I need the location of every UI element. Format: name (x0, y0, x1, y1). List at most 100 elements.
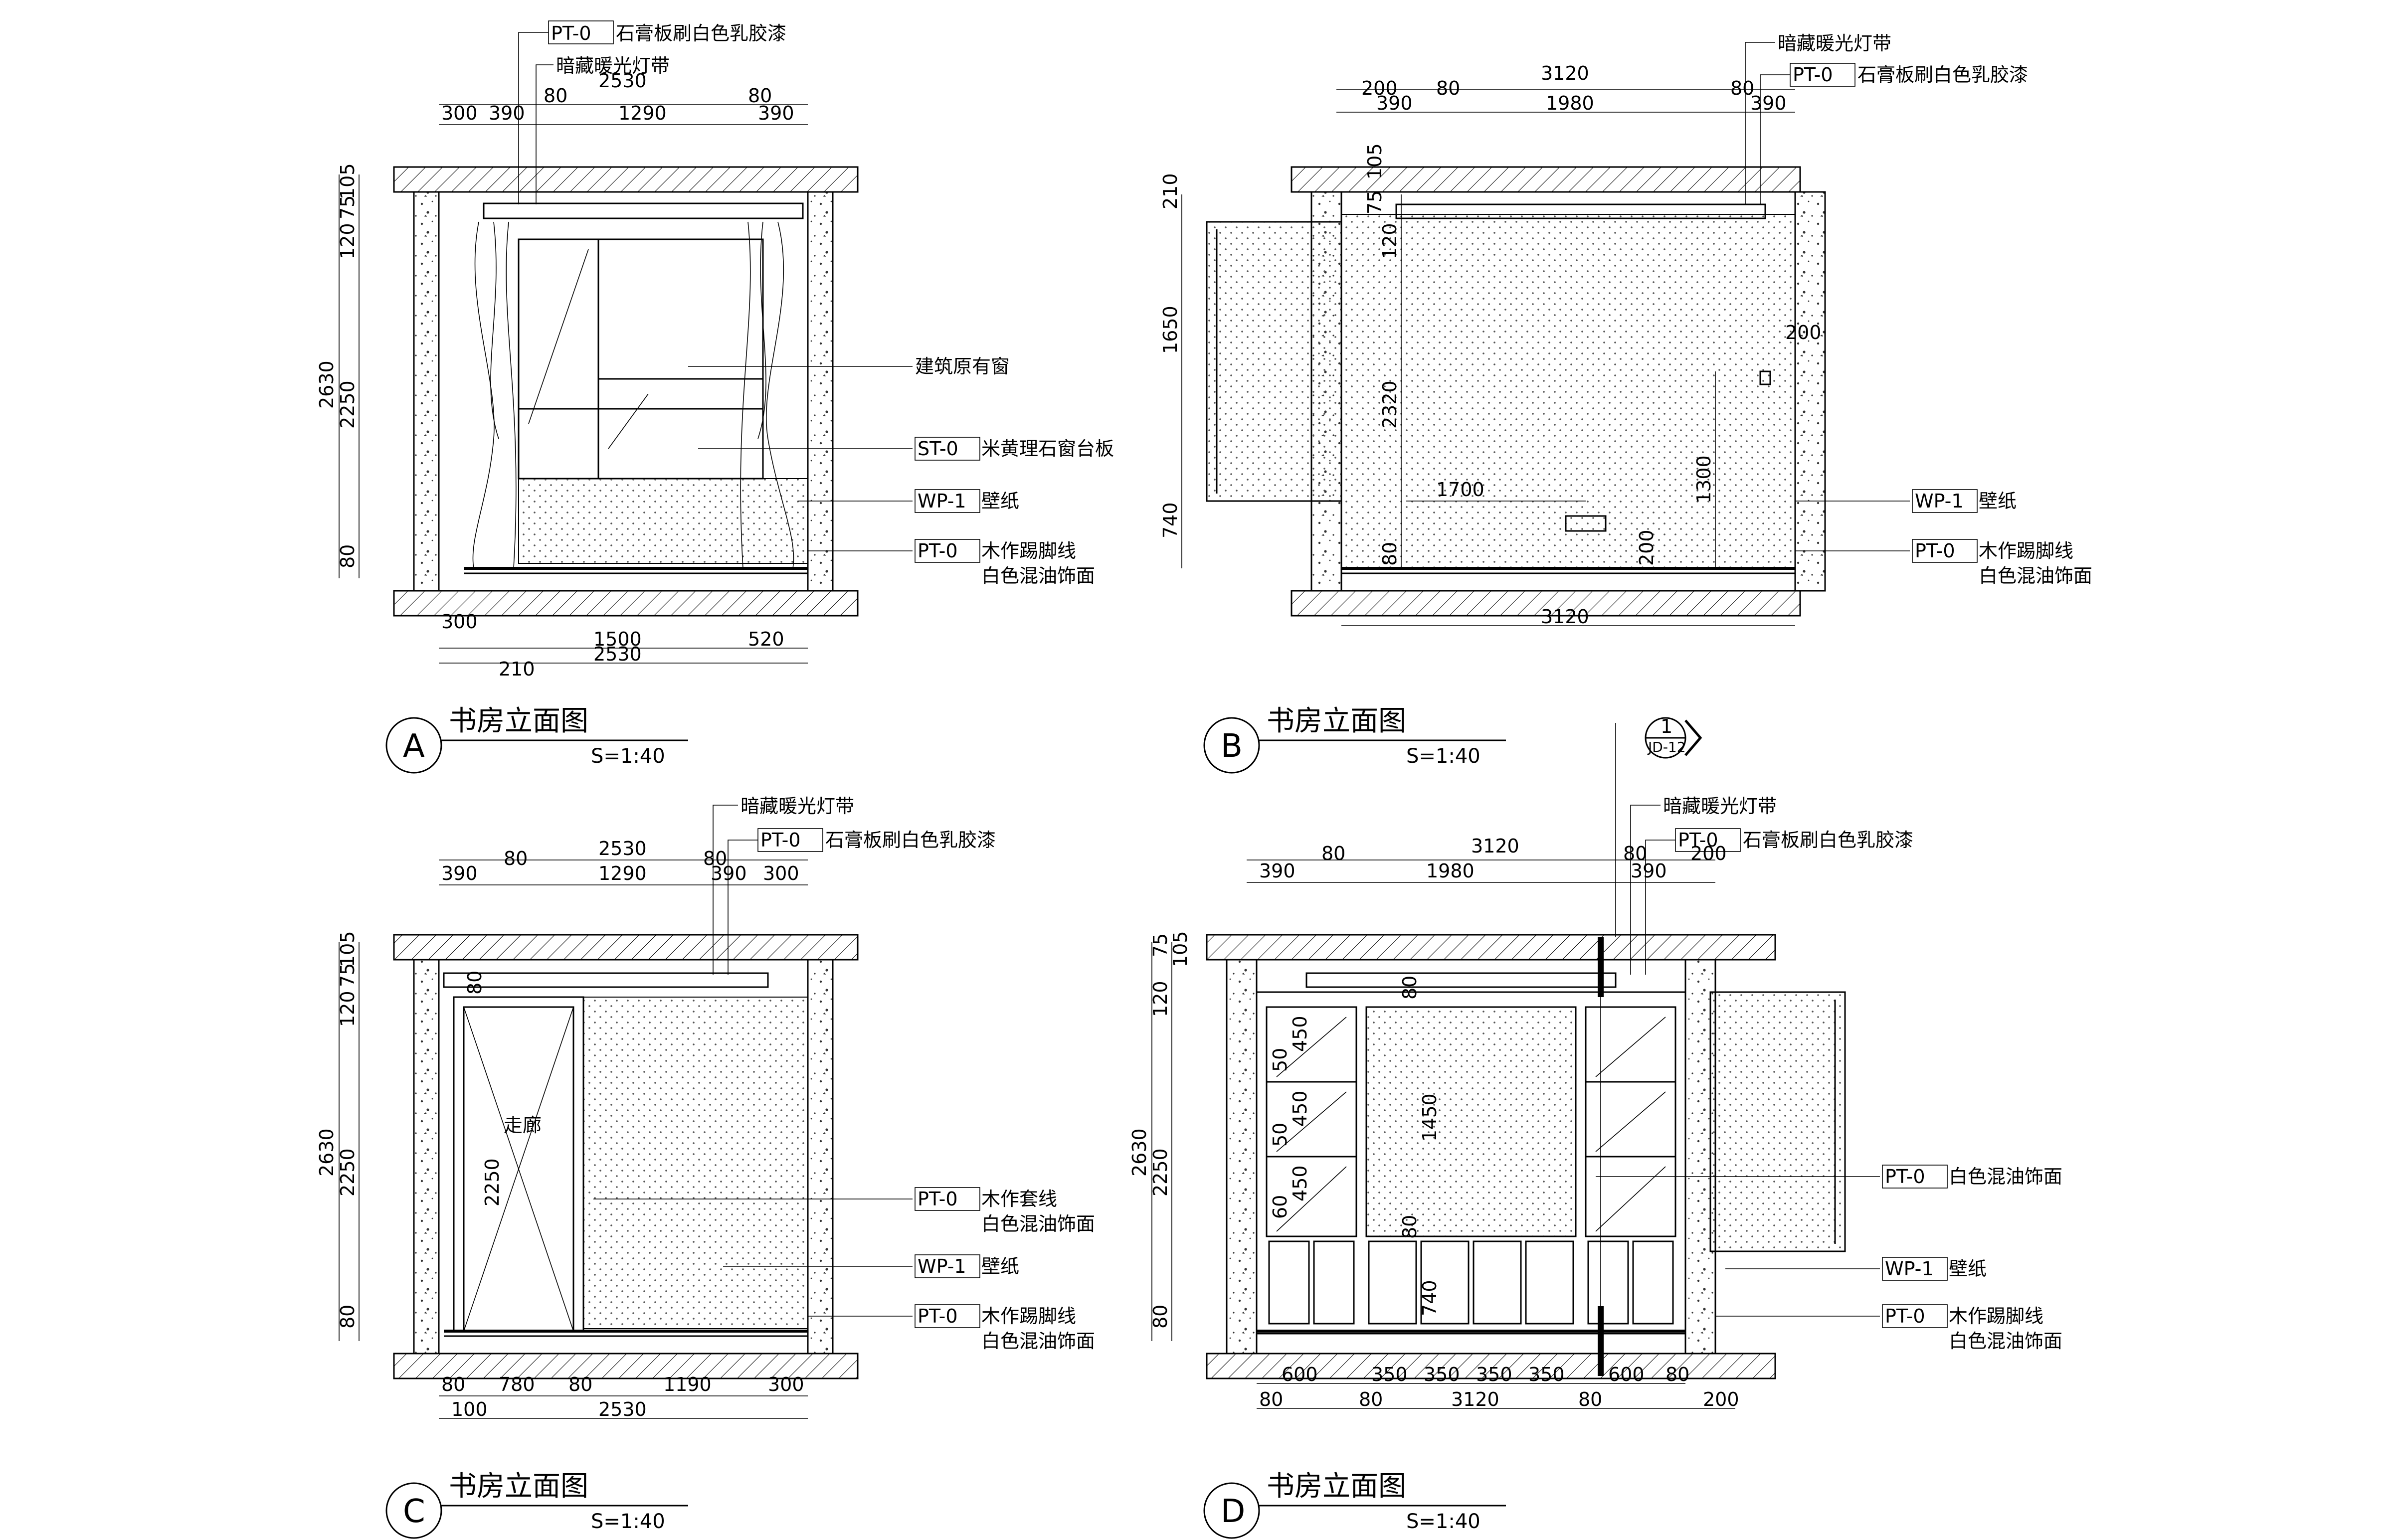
dim-bottom-2: 350 (1371, 1364, 1408, 1385)
dim-top-6: 390 (758, 102, 794, 124)
view-title: 书房立面图 (1267, 705, 1406, 737)
dim-bottom-1: 300 (441, 611, 478, 633)
cabinet-door (1632, 1240, 1674, 1325)
dim-top-6: 390 (711, 862, 747, 884)
ceiling-cove (483, 202, 804, 219)
callout-note: 白色混油饰面 (981, 565, 1095, 587)
dim-top-3: 80 (1321, 843, 1345, 864)
callout-tag: PT-0 (918, 1305, 958, 1327)
dim-inner-5: 450 (1289, 1090, 1311, 1127)
dim-left-1: 210 (1159, 173, 1181, 209)
dim-top-5: 1980 (1546, 92, 1594, 114)
callout-note: 壁纸 (981, 490, 1019, 512)
dim-top-1: 300 (441, 102, 478, 124)
left-wall (1226, 959, 1258, 1355)
dim-bottom-6: 600 (1608, 1364, 1645, 1385)
curtain-right (766, 221, 794, 569)
view-marker-letter: D (1221, 1493, 1245, 1530)
view-marker-letter: B (1221, 728, 1243, 765)
dim-left-3: 120 (337, 223, 359, 259)
cabinet-door (1525, 1240, 1574, 1325)
dim-top-1: 3120 (1471, 835, 1519, 857)
callout-note: 壁纸 (1949, 1258, 1987, 1280)
dim-top-7: 390 (1750, 92, 1787, 114)
callout-note: 暗藏暖光灯带 (1778, 32, 1891, 54)
dim-inner-6: 60 (1269, 1195, 1291, 1219)
bookcase (1256, 991, 1686, 1335)
dim-left-6: 80 (337, 544, 359, 568)
view-marker-letter: C (403, 1493, 425, 1530)
dim-top-7: 200 (1690, 843, 1727, 864)
section-arrow-icon (1684, 719, 1702, 756)
elevation-view-c: 走廊 2530 390 80 1290 80 390 300 105 75 12… (316, 795, 1095, 1539)
dim-left-5: 2250 (337, 1148, 359, 1197)
dim-top-1: 3120 (1541, 62, 1589, 84)
dim-left-3: 120 (1149, 981, 1171, 1017)
dim-top-4: 1290 (618, 102, 667, 124)
dim-top-3: 80 (504, 848, 528, 869)
dim-left-1: 75 (1149, 933, 1171, 957)
dim-left-4: 2630 (316, 1128, 338, 1177)
callout-tag: WP-1 (1915, 490, 1964, 512)
ceiling-slab (393, 934, 859, 961)
view-marker-letter: A (403, 728, 425, 765)
wall-socket (1565, 515, 1607, 532)
elevation-view-a: 300 390 80 1290 80 390 2530 105 75 120 2… (316, 20, 1114, 774)
dim-left-3: 120 (337, 991, 359, 1027)
view-scale: S=1:40 (1406, 1510, 1481, 1533)
callout-note: 白色混油饰面 (1979, 565, 2092, 587)
dim-left-2: 1650 (1159, 306, 1181, 354)
dim-left-6: 80 (1149, 1305, 1171, 1329)
dim-bottom-11: 3120 (1451, 1388, 1499, 1410)
dim-top-7: 2530 (598, 70, 647, 92)
dim-inner-2: 75 (1364, 190, 1386, 214)
dim-inner-2: 2250 (481, 1158, 503, 1206)
dim-top-4: 80 (1436, 77, 1460, 99)
dim-bottom-3: 80 (568, 1373, 592, 1395)
dim-top-5: 80 (748, 85, 772, 107)
dim-inner-1: 105 (1364, 143, 1386, 179)
dim-inner-3: 120 (1379, 223, 1401, 259)
floor-slab (1291, 590, 1801, 617)
dim-bottom-4: 350 (1476, 1364, 1512, 1385)
wall-switch (1759, 370, 1771, 385)
callout-note: 木作踢脚线 (1979, 540, 2073, 562)
callout-note: 壁纸 (981, 1255, 1019, 1277)
dim-inner-10: 740 (1419, 1280, 1441, 1316)
dim-inner-4: 50 (1269, 1123, 1291, 1147)
view-scale: S=1:40 (591, 1510, 665, 1533)
dim-top-2: 390 (1259, 860, 1296, 882)
ceiling-slab (1206, 934, 1776, 961)
cabinet-door (1420, 1240, 1470, 1325)
callout-note: 石膏板刷白色乳胶漆 (616, 22, 786, 44)
dim-bottom-7: 80 (1259, 1388, 1283, 1410)
cabinet-door (1313, 1240, 1355, 1325)
callout-note: 石膏板刷白色乳胶漆 (1857, 64, 2028, 86)
callout-note: 建筑原有窗 (915, 355, 1010, 377)
callout-note: 木作踢脚线 (981, 540, 1076, 562)
callout-note: 白色混油饰面 (1949, 1166, 2062, 1188)
dim-bottom-4: 2530 (593, 643, 642, 665)
dim-bottom-1: 80 (441, 1373, 465, 1395)
wallpaper-area (583, 997, 808, 1329)
dim-bottom-3: 520 (748, 628, 784, 650)
dim-left-4: 2630 (316, 360, 338, 409)
dim-top-3: 390 (1376, 92, 1413, 114)
room-label: 走廊 (504, 1114, 542, 1136)
view-marker-circle (1203, 1482, 1260, 1539)
dim-left-3: 740 (1159, 502, 1181, 538)
callout-note: 壁纸 (1979, 490, 2017, 512)
wallpaper-area (518, 478, 808, 564)
callout-tag: PT-0 (918, 1188, 958, 1210)
callout-note: 木作套线 (981, 1188, 1057, 1210)
left-wall (413, 191, 440, 592)
dim-top-6: 390 (1631, 860, 1667, 882)
callout-note: 白色混油饰面 (981, 1213, 1095, 1235)
dim-top-4: 1290 (598, 862, 647, 884)
dim-left-4: 2630 (1128, 1128, 1150, 1177)
callout-note: 暗藏暖光灯带 (740, 795, 854, 817)
section-mark-sheet: JD-12 (1647, 739, 1686, 755)
dim-inner-9: 80 (1399, 1215, 1421, 1239)
view-marker-circle (385, 717, 442, 774)
dim-inner-1: 80 (1399, 976, 1421, 1000)
